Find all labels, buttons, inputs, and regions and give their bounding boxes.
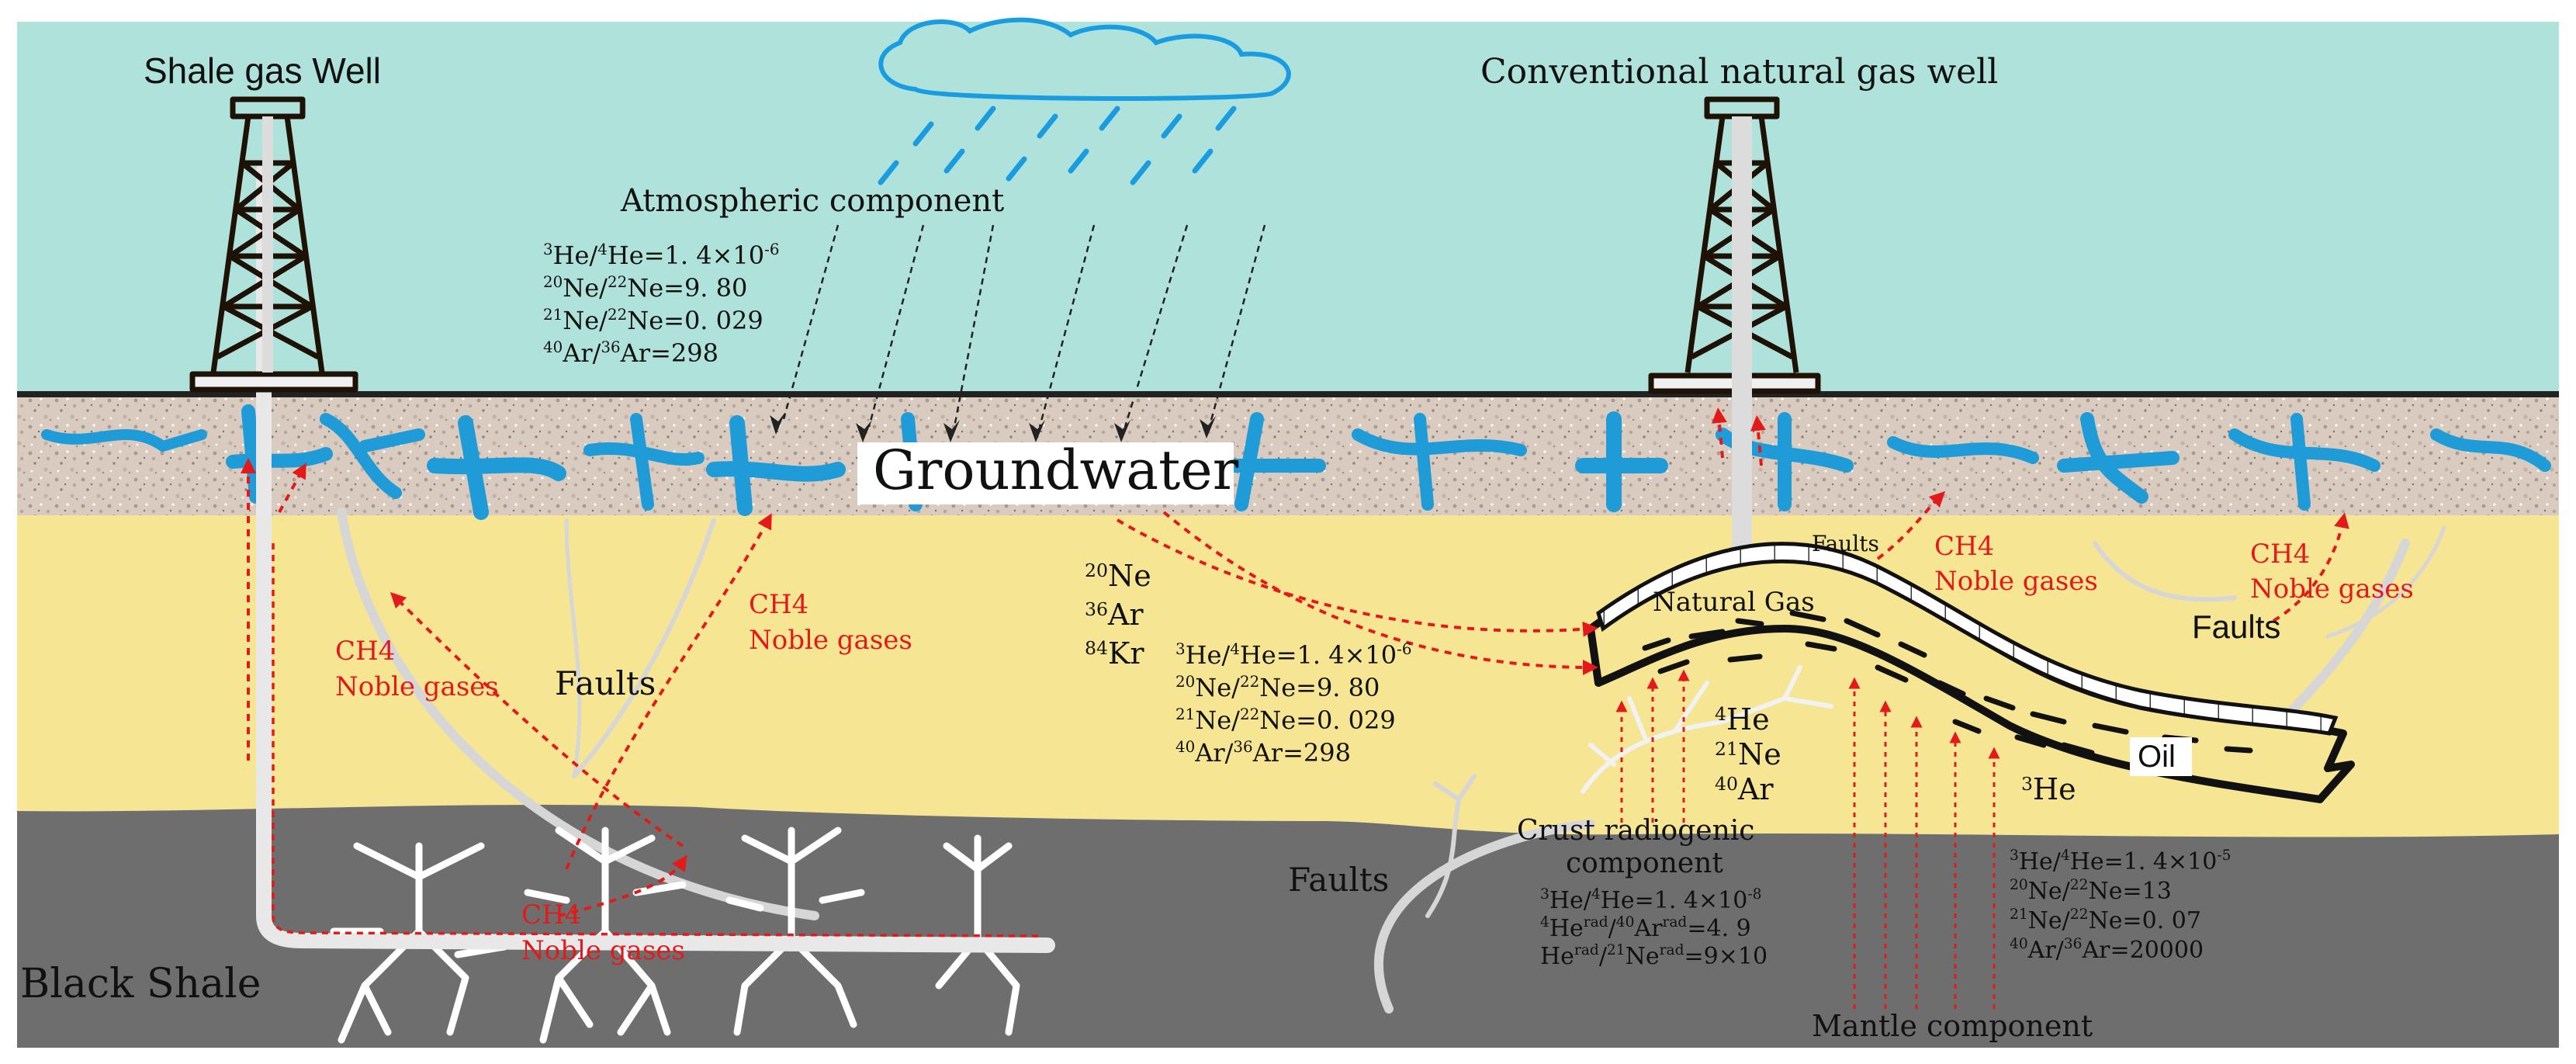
crust-branch-network	[1581, 665, 1833, 794]
atmospheric-ratio: 3He/4He=1. 4×10-6	[543, 241, 779, 270]
groundwater-label: Groundwater	[873, 438, 1239, 502]
ch4-label-mid: CH4	[749, 589, 808, 620]
shale-wellbore	[256, 163, 1055, 953]
cloud-icon	[878, 17, 1291, 101]
groundwater-ratio: 21Ne/22Ne=0. 029	[1175, 705, 1396, 735]
oil-label: Oil	[2138, 740, 2176, 774]
crust-title-line1: Crust radiogenic	[1517, 815, 1754, 847]
fault-left-main	[337, 508, 819, 920]
crust-ratio: 3He/4He=1. 4×10-8	[1540, 886, 1761, 914]
groundwater-ratios: 3He/4He=1. 4×10-6 20Ne/22Ne=9. 80 21Ne/22N…	[1175, 640, 1411, 768]
conventional-wellbore	[1732, 116, 1752, 586]
noble-gases-label-mid: Noble gases	[749, 625, 912, 656]
atmospheric-ratio: 40Ar/36Ar=298	[543, 338, 718, 368]
crust-ratio: 4Herad/40Arrad=4. 9	[1540, 914, 1751, 942]
ch4-label-right: CH4	[2250, 539, 2310, 570]
mantle-isotope: 3He	[2021, 772, 2076, 806]
fault-center-branch	[1425, 774, 1477, 918]
noble-gases-label-res: Noble gases	[1934, 566, 2098, 597]
ch4-label-res: CH4	[1934, 531, 1994, 562]
groundwater-ratio: 40Ar/36Ar=298	[1175, 738, 1351, 768]
fault-lines	[337, 508, 2446, 1014]
atmospheric-title: Atmospheric component	[620, 183, 1004, 219]
atmospheric-ratio: 21Ne/22Ne=0. 029	[543, 306, 763, 335]
groundwater-ratio: 3He/4He=1. 4×10-6	[1175, 640, 1411, 670]
vertical-flux-arrows	[1615, 669, 2000, 1009]
faults-label-reservoir: Faults	[1812, 531, 1879, 556]
groundwater-ratio: 20Ne/22Ne=9. 80	[1175, 673, 1380, 702]
fault-right-branch-2	[2325, 525, 2446, 639]
rain-drops	[878, 106, 1237, 185]
crust-isotope: 21Ne	[1715, 737, 1781, 771]
infiltration-arrowheads	[770, 412, 1216, 442]
ch4-label-left: CH4	[335, 636, 395, 667]
atmospheric-ratio: 20Ne/22Ne=9. 80	[543, 273, 747, 303]
reservoir-gas-cap	[1596, 542, 2339, 736]
faults-label-right: Faults	[2192, 608, 2280, 645]
mantle-ratio: 21Ne/22Ne=0. 07	[2010, 906, 2201, 934]
fault-left-branch	[564, 518, 582, 778]
fault-center-main	[1373, 820, 1595, 1014]
groundwater-isotope: 20Ne	[1085, 559, 1151, 593]
noble-gases-label-shale: Noble gases	[521, 935, 685, 966]
mantle-ratio: 3He/4He=1. 4×10-5	[2010, 847, 2231, 875]
shale-fracture-networks	[330, 827, 1020, 1044]
crust-title-line2: component	[1566, 847, 1723, 879]
groundwater-isotope: 36Ar	[1085, 598, 1144, 632]
sky-layer	[17, 22, 2559, 393]
mantle-title: Mantle component	[1812, 1009, 2093, 1043]
mantle-ratio: 20Ne/22Ne=13	[2010, 877, 2172, 905]
atmospheric-ratios: 3He/4He=1. 4×10-6 20Ne/22Ne=9. 80 21Ne/22N…	[543, 241, 779, 368]
oil-label-box	[2130, 737, 2192, 776]
oil-streaks	[1642, 610, 2253, 764]
infiltration-arrows	[782, 224, 1266, 428]
mantle-ratios: 3He/4He=1. 4×10-520Ne/22Ne=1321Ne/22Ne=0…	[2010, 847, 2231, 964]
faults-label-left: Faults	[555, 664, 656, 702]
noble-gases-label-right: Noble gases	[2250, 574, 2414, 605]
gas-migration-arrows	[241, 407, 2349, 917]
mantle-isotope: 3He	[2021, 772, 2076, 806]
mantle-ratio: 40Ar/36Ar=20000	[2010, 936, 2204, 964]
ch4-label-shale: CH4	[521, 899, 581, 931]
natural-gas-label: Natural Gas	[1653, 587, 1815, 618]
noble-gases-label-left: Noble gases	[335, 671, 499, 702]
fault-right-branch	[2093, 541, 2237, 602]
crust-isotope: 4He	[1715, 702, 1770, 736]
fault-left-branch-2	[572, 518, 716, 778]
crust-isotope: 40Ar	[1715, 772, 1774, 806]
fault-right-main	[2269, 539, 2410, 734]
black-shale-label: Black Shale	[20, 961, 261, 1007]
crust-ratio: Herad/21Nerad=9×10	[1540, 942, 1768, 970]
groundwater-isotopes: 20Ne 36Ar 84Kr	[1085, 559, 1151, 671]
shale-gas-derrick-icon	[189, 96, 358, 393]
conventional-well-title: Conventional natural gas well	[1480, 52, 1998, 92]
faults-label-center: Faults	[1288, 861, 1389, 899]
groundwater-isotope: 84Kr	[1085, 636, 1144, 671]
groundwater-label-box	[857, 442, 1234, 504]
shale-gas-well-title: Shale gas Well	[144, 50, 381, 91]
labels: Shale gas Well Conventional natural gas …	[20, 50, 2414, 1043]
